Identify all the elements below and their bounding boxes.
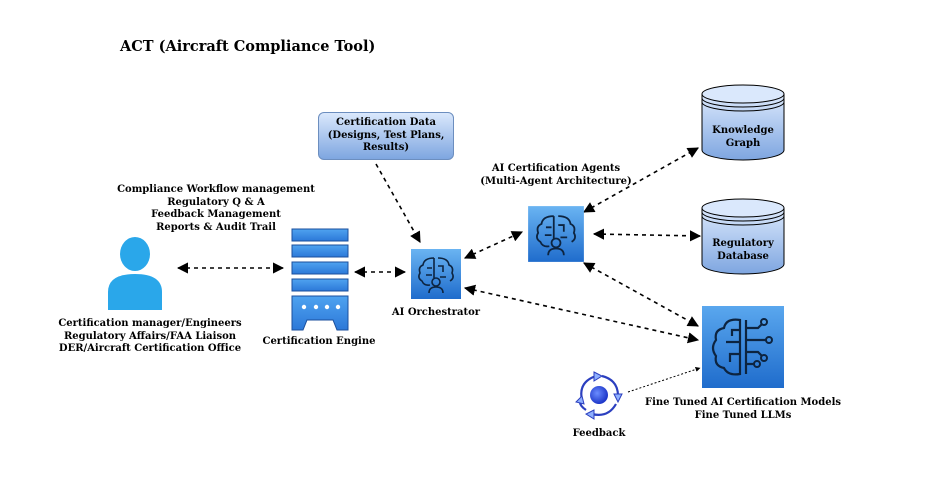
regdb-line1: Regulatory [712, 238, 774, 249]
server-icon [291, 228, 349, 331]
models-label: Fine Tuned AI Certification Models Fine … [630, 397, 856, 422]
certification-data-box: Certification Data (Designs, Test Plans,… [318, 112, 454, 160]
workflow-line1: Compliance Workflow management [117, 184, 315, 195]
feedback-label: Feedback [572, 428, 626, 439]
workflow-line3: Feedback Management [151, 209, 281, 220]
knowledge-graph-label: Knowledge Graph [700, 125, 786, 150]
agents-brain-icon [528, 206, 584, 262]
cert-data-line1: Certification Data [336, 117, 436, 129]
cert-data-line3: Results) [362, 142, 410, 154]
knowledge-line1: Knowledge [712, 125, 774, 136]
cert-data-line2: (Designs, Test Plans, [327, 129, 445, 141]
agents-line2: (Multi-Agent Architecture) [480, 175, 632, 187]
database-icon [701, 84, 785, 161]
person-icon [108, 237, 162, 310]
agents-label: AI Certification Agents (Multi-Agent Arc… [470, 163, 642, 188]
engine-label: Certification Engine [262, 336, 376, 347]
feedback-cycle-icon [575, 371, 623, 420]
orchestrator-label: AI Orchestrator [391, 307, 481, 318]
user-line2: Regulatory Affairs/FAA Liaison [63, 330, 237, 342]
agents-line1: AI Certification Agents [491, 163, 621, 174]
arrow-orchestrator-agents [463, 231, 524, 259]
arrow-feedback-models [627, 367, 701, 393]
arrow-agents-models [583, 262, 699, 327]
knowledge-line2: Graph [725, 137, 761, 149]
regulatory-db-label: Regulatory Database [700, 238, 786, 263]
user-line3: DER/Aircraft Certification Office [58, 343, 242, 354]
arrow-agents-knowledge [583, 147, 699, 213]
user-line1: Certification manager/Engineers [58, 318, 242, 329]
database-icon [701, 198, 785, 275]
model-brain-icon [702, 306, 784, 388]
arrow-certdata-orchestrator [375, 163, 421, 243]
workflow-features: Compliance Workflow management Regulator… [100, 184, 332, 234]
diagram-title: ACT (Aircraft Compliance Tool) [120, 38, 376, 55]
models-line1: Fine Tuned AI Certification Models [644, 397, 842, 408]
workflow-line2: Regulatory Q & A [167, 196, 265, 208]
user-roles: Certification manager/Engineers Regulato… [40, 318, 260, 356]
arrow-orchestrator-models [463, 284, 700, 344]
regdb-line2: Database [717, 250, 769, 262]
arrow-agents-regdb [592, 228, 702, 242]
models-line2: Fine Tuned LLMs [694, 409, 792, 421]
brain-circuit-icon [411, 249, 461, 299]
workflow-line4: Reports & Audit Trail [156, 221, 276, 233]
